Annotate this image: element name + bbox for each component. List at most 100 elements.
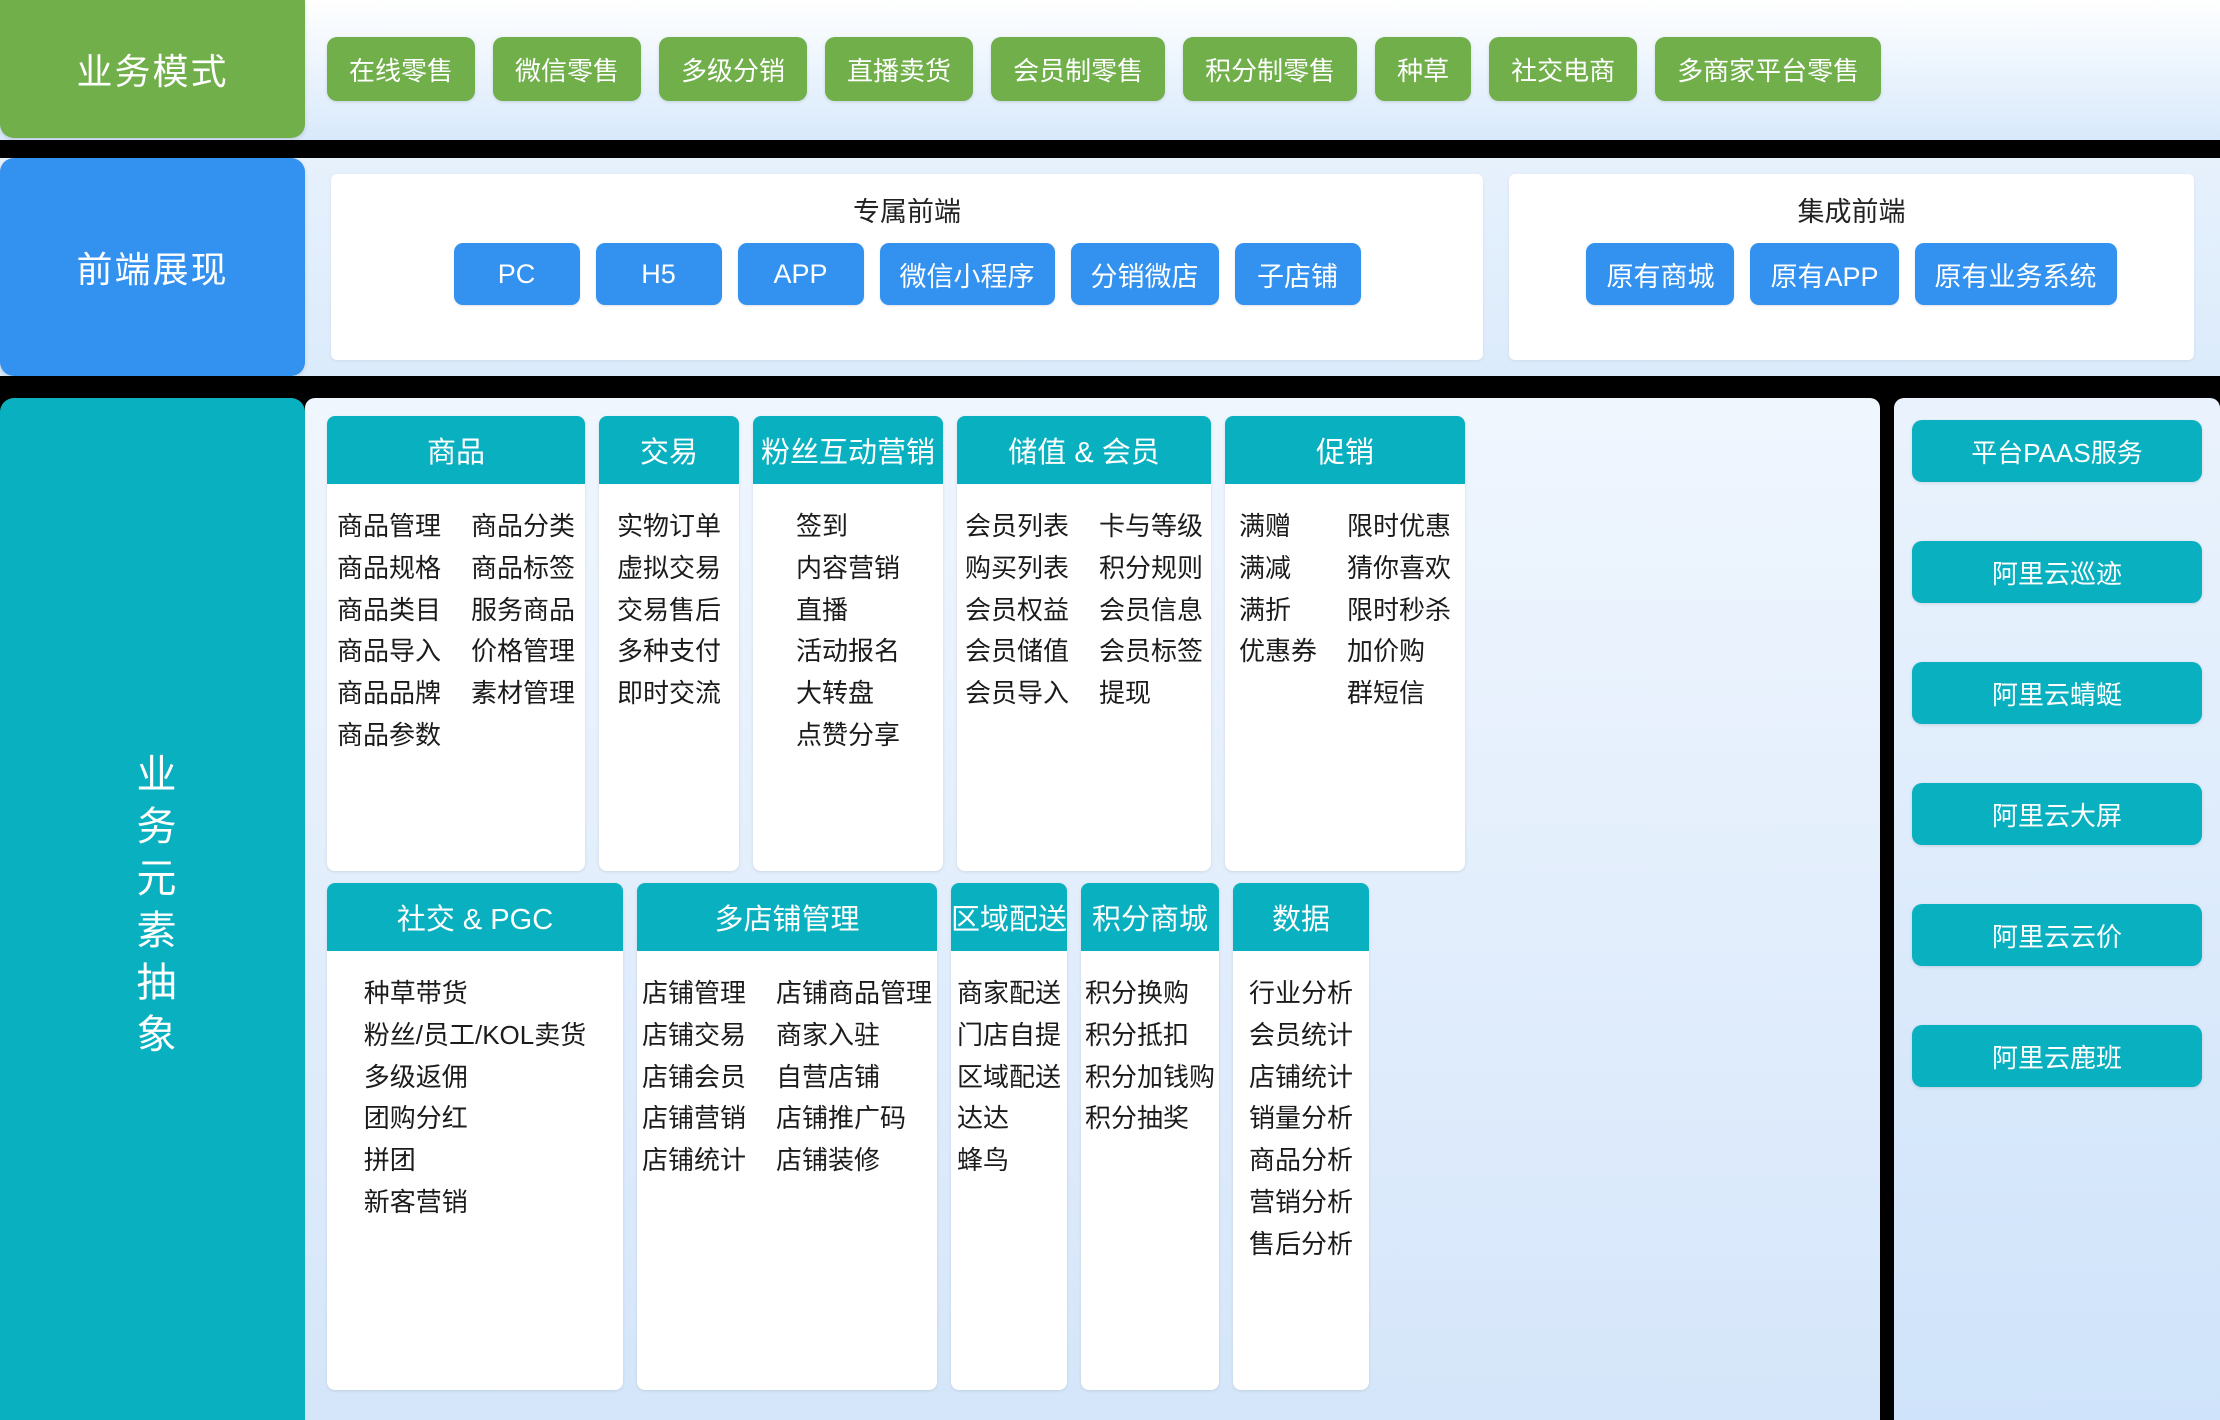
service-yunjia[interactable]: 阿里云云价: [1912, 904, 2202, 966]
card-item[interactable]: 店铺商品管理: [776, 978, 933, 1008]
service-daping[interactable]: 阿里云大屏: [1912, 783, 2202, 845]
business-mode-tag[interactable]: 微信零售: [493, 37, 642, 101]
card-item[interactable]: 销量分析: [1249, 1103, 1354, 1134]
card-item[interactable]: 商家配送: [957, 978, 1062, 1008]
business-mode-tag[interactable]: 会员制零售: [991, 37, 1166, 101]
card-item[interactable]: 商品分类: [471, 511, 576, 541]
frontend-item-sub-shop[interactable]: 子店铺: [1234, 243, 1361, 305]
card-item[interactable]: 优惠券: [1238, 636, 1317, 667]
service-xunji[interactable]: 阿里云巡迹: [1912, 541, 2202, 603]
card-item[interactable]: 积分规则: [1099, 552, 1204, 583]
card-item[interactable]: 满折: [1238, 594, 1291, 625]
card-item[interactable]: 商品导入: [336, 636, 441, 667]
card-promotion[interactable]: 促销 满赠 满减 满折 优惠券 限时优惠 猜你喜欢: [1225, 416, 1465, 871]
card-item[interactable]: 新客营销: [363, 1186, 468, 1217]
card-item[interactable]: 多种支付: [617, 636, 722, 667]
card-item[interactable]: 售后分析: [1249, 1228, 1354, 1259]
card-item[interactable]: 直播: [795, 594, 848, 625]
card-social-pgc[interactable]: 社交 & PGC 种草带货 粉丝/员工/KOL卖货 多级返佣 团购分红 拼团 新…: [327, 883, 623, 1390]
frontend-item-existing-system[interactable]: 原有业务系统: [1914, 243, 2117, 305]
card-item[interactable]: 店铺营销: [641, 1103, 746, 1134]
card-item[interactable]: 会员权益: [964, 594, 1069, 625]
card-item[interactable]: 蜂鸟: [957, 1145, 1010, 1176]
card-item[interactable]: 达达: [957, 1103, 1010, 1134]
card-item[interactable]: 会员导入: [964, 678, 1069, 709]
card-item[interactable]: 行业分析: [1249, 978, 1354, 1008]
card-regional-delivery[interactable]: 区域配送 商家配送 门店自提 区域配送 达达 蜂鸟: [951, 883, 1067, 1390]
card-stored-value-member[interactable]: 储值 & 会员 会员列表 购买列表 会员权益 会员储值 会员导入 卡与: [957, 416, 1211, 871]
card-item[interactable]: 商品管理: [336, 511, 441, 541]
card-item[interactable]: 价格管理: [471, 636, 576, 667]
card-item[interactable]: 会员列表: [964, 511, 1069, 541]
card-item[interactable]: 商品规格: [336, 552, 441, 583]
frontend-item-h5[interactable]: H5: [595, 243, 722, 305]
card-item[interactable]: 商品参数: [336, 719, 441, 750]
card-fan-marketing[interactable]: 粉丝互动营销 签到 内容营销 直播 活动报名 大转盘 点赞分享: [753, 416, 943, 871]
card-item[interactable]: 服务商品: [471, 594, 576, 625]
card-item[interactable]: 素材管理: [471, 678, 576, 709]
business-mode-tag[interactable]: 直播卖货: [825, 37, 974, 101]
card-item[interactable]: 卡与等级: [1099, 511, 1204, 541]
frontend-item-miniprogram[interactable]: 微信小程序: [879, 243, 1055, 305]
card-item[interactable]: 加价购: [1347, 636, 1426, 667]
service-paas[interactable]: 平台PAAS服务: [1912, 420, 2202, 482]
card-item[interactable]: 满减: [1238, 552, 1291, 583]
card-item[interactable]: 满赠: [1238, 511, 1291, 541]
card-item[interactable]: 商品标签: [471, 552, 576, 583]
card-item[interactable]: 积分换购: [1085, 978, 1190, 1008]
card-item[interactable]: 区域配送: [957, 1061, 1062, 1092]
frontend-item-existing-mall[interactable]: 原有商城: [1586, 243, 1735, 305]
card-item[interactable]: 商品分析: [1249, 1145, 1354, 1176]
card-item[interactable]: 即时交流: [617, 678, 722, 709]
card-item[interactable]: 签到: [795, 511, 848, 541]
card-item[interactable]: 猜你喜欢: [1347, 552, 1452, 583]
card-item[interactable]: 店铺交易: [641, 1019, 746, 1050]
card-item[interactable]: 大转盘: [795, 678, 874, 709]
card-item[interactable]: 团购分红: [363, 1103, 468, 1134]
card-item[interactable]: 会员信息: [1099, 594, 1204, 625]
card-item[interactable]: 活动报名: [795, 636, 900, 667]
service-qingting[interactable]: 阿里云蜻蜓: [1912, 662, 2202, 724]
card-item[interactable]: 会员标签: [1099, 636, 1204, 667]
frontend-item-pc[interactable]: PC: [453, 243, 580, 305]
card-item[interactable]: 虚拟交易: [617, 552, 722, 583]
card-item[interactable]: 群短信: [1347, 678, 1426, 709]
card-item[interactable]: 店铺推广码: [776, 1103, 907, 1134]
frontend-item-app[interactable]: APP: [737, 243, 864, 305]
card-item[interactable]: 限时秒杀: [1347, 594, 1452, 625]
card-item[interactable]: 积分抽奖: [1085, 1103, 1190, 1134]
card-points-mall[interactable]: 积分商城 积分换购 积分抵扣 积分加钱购 积分抽奖: [1081, 883, 1219, 1390]
business-mode-tag[interactable]: 在线零售: [327, 37, 476, 101]
business-mode-tag[interactable]: 种草: [1375, 37, 1472, 101]
card-item[interactable]: 自营店铺: [776, 1061, 881, 1092]
card-item[interactable]: 门店自提: [957, 1019, 1062, 1050]
frontend-item-existing-app[interactable]: 原有APP: [1750, 243, 1899, 305]
card-trade[interactable]: 交易 实物订单 虚拟交易 交易售后 多种支付 即时交流: [599, 416, 739, 871]
card-item[interactable]: 种草带货: [363, 978, 468, 1008]
card-item[interactable]: 购买列表: [964, 552, 1069, 583]
card-item[interactable]: 商品品牌: [336, 678, 441, 709]
card-goods[interactable]: 商品 商品管理 商品规格 商品类目 商品导入 商品品牌 商品参数: [327, 416, 585, 871]
card-item[interactable]: 商家入驻: [776, 1019, 881, 1050]
card-item[interactable]: 积分抵扣: [1085, 1019, 1190, 1050]
card-item[interactable]: 点赞分享: [795, 719, 900, 750]
card-item[interactable]: 会员储值: [964, 636, 1069, 667]
card-multi-shop[interactable]: 多店铺管理 店铺管理 店铺交易 店铺会员 店铺营销 店铺统计 店铺商品: [637, 883, 937, 1390]
card-item[interactable]: 积分加钱购: [1085, 1061, 1216, 1092]
card-item[interactable]: 拼团: [363, 1145, 416, 1176]
card-item[interactable]: 实物订单: [617, 511, 722, 541]
card-item[interactable]: 店铺统计: [641, 1145, 746, 1176]
card-item[interactable]: 内容营销: [795, 552, 900, 583]
card-item[interactable]: 会员统计: [1249, 1019, 1354, 1050]
card-item[interactable]: 多级返佣: [363, 1061, 468, 1092]
business-mode-tag[interactable]: 社交电商: [1489, 37, 1638, 101]
service-luban[interactable]: 阿里云鹿班: [1912, 1025, 2202, 1087]
card-item[interactable]: 交易售后: [617, 594, 722, 625]
card-item[interactable]: 营销分析: [1249, 1186, 1354, 1217]
card-item[interactable]: 店铺会员: [641, 1061, 746, 1092]
card-item[interactable]: 限时优惠: [1347, 511, 1452, 541]
card-item[interactable]: 店铺装修: [776, 1145, 881, 1176]
business-mode-tag[interactable]: 多商家平台零售: [1655, 37, 1882, 101]
business-mode-tag[interactable]: 积分制零售: [1183, 37, 1358, 101]
card-item[interactable]: 店铺管理: [641, 978, 746, 1008]
